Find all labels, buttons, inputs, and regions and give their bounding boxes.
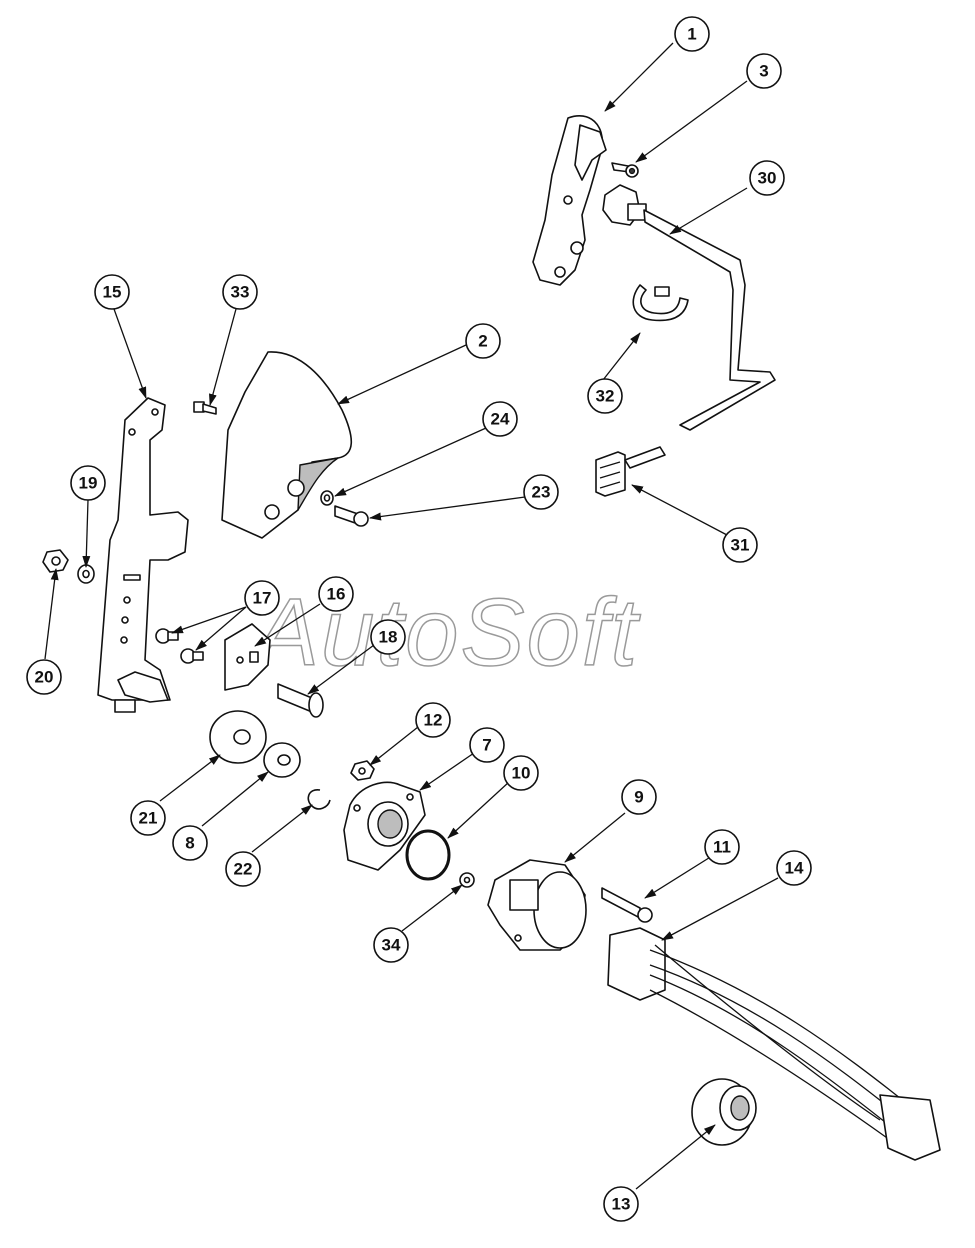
- svg-text:34: 34: [382, 936, 401, 955]
- part-pedal-arm: [532, 115, 607, 286]
- part-sensor-9: [487, 859, 587, 951]
- svg-text:3: 3: [759, 62, 768, 81]
- part-cover-2: [221, 351, 353, 539]
- callout-23: 23: [523, 474, 559, 510]
- svg-text:2: 2: [478, 332, 487, 351]
- svg-text:10: 10: [512, 764, 531, 783]
- callout-11: 11: [704, 829, 740, 865]
- callout-24: 24: [482, 401, 518, 437]
- svg-text:12: 12: [424, 711, 443, 730]
- part-sensor-cable: [602, 184, 776, 431]
- part-washer-19: [77, 564, 95, 584]
- callout-10: 10: [503, 755, 539, 791]
- callout-20: 20: [26, 659, 62, 695]
- svg-text:8: 8: [185, 834, 194, 853]
- callout-32: 32: [587, 378, 623, 414]
- callout-15: 15: [94, 274, 130, 310]
- callout-12: 12: [415, 702, 451, 738]
- svg-text:23: 23: [532, 483, 551, 502]
- part-o-ring-10: [405, 829, 451, 881]
- part-screw-33: [193, 401, 217, 415]
- callout-14: 14: [776, 850, 812, 886]
- part-clip-32: [632, 284, 689, 322]
- svg-text:31: 31: [731, 536, 750, 555]
- part-bracket-15: [97, 397, 189, 713]
- svg-text:22: 22: [234, 860, 253, 879]
- part-washer-34: [459, 872, 475, 888]
- part-bolt-18: [277, 683, 324, 718]
- part-bolt-11: [601, 887, 653, 923]
- svg-text:19: 19: [79, 474, 98, 493]
- svg-text:11: 11: [713, 838, 731, 857]
- svg-text:17: 17: [253, 589, 272, 608]
- callout-2: 2: [465, 323, 501, 359]
- callout-33: 33: [222, 274, 258, 310]
- svg-text:14: 14: [785, 859, 804, 878]
- part-connector-31: [595, 446, 666, 497]
- callout-31: 31: [722, 527, 758, 563]
- leader-lines: [44, 42, 779, 1190]
- watermark-text: AutoSoft: [250, 579, 641, 686]
- callout-16: 16: [318, 576, 354, 612]
- part-washer-24: [320, 490, 334, 506]
- callout-17: 17: [244, 580, 280, 616]
- callout-8: 8: [172, 825, 208, 861]
- part-bolt-23: [334, 505, 369, 527]
- svg-text:21: 21: [139, 809, 158, 828]
- part-nut-20: [42, 549, 69, 573]
- part-washer-8: [263, 742, 301, 778]
- part-pin-17: [155, 628, 204, 664]
- callout-21: 21: [130, 800, 166, 836]
- part-harness-14: [607, 927, 941, 1161]
- svg-text:1: 1: [687, 25, 696, 44]
- svg-text:9: 9: [634, 788, 643, 807]
- svg-text:20: 20: [35, 668, 54, 687]
- svg-text:7: 7: [482, 736, 491, 755]
- svg-text:16: 16: [327, 585, 346, 604]
- callout-34: 34: [373, 927, 409, 963]
- part-nut-12: [350, 760, 375, 781]
- svg-text:30: 30: [758, 169, 777, 188]
- part-washer-21: [209, 710, 267, 764]
- svg-text:13: 13: [612, 1195, 631, 1214]
- callout-18: 18: [370, 619, 406, 655]
- callout-1: 1: [674, 16, 710, 52]
- part-screw-3: [611, 162, 639, 178]
- svg-text:24: 24: [491, 410, 510, 429]
- svg-text:18: 18: [379, 628, 398, 647]
- part-housing-7: [343, 781, 426, 871]
- callout-19: 19: [70, 465, 106, 501]
- callout-22: 22: [225, 851, 261, 887]
- callout-9: 9: [621, 779, 657, 815]
- svg-text:33: 33: [231, 283, 250, 302]
- svg-text:32: 32: [596, 387, 615, 406]
- svg-text:15: 15: [103, 283, 122, 302]
- callout-13: 13: [603, 1186, 639, 1222]
- callout-30: 30: [749, 160, 785, 196]
- callout-7: 7: [469, 727, 505, 763]
- callout-3: 3: [746, 53, 782, 89]
